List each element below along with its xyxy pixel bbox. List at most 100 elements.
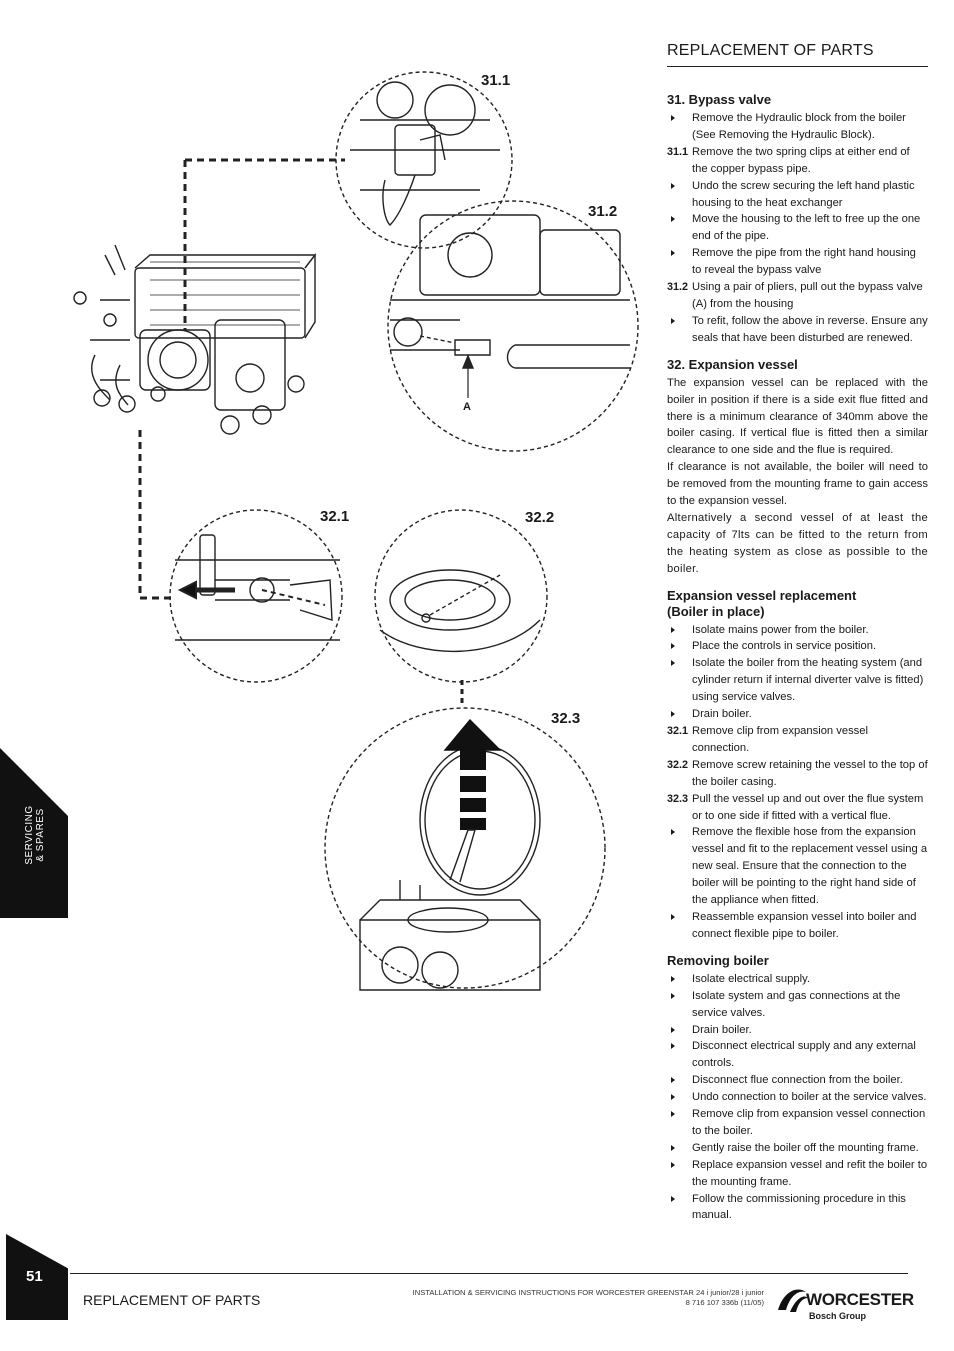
footer-document-info: INSTALLATION & SERVICING INSTRUCTIONS FO… bbox=[413, 1288, 764, 1308]
step-text: Remove the pipe from the right hand hous… bbox=[692, 247, 916, 277]
heading-line: Expansion vessel replacement bbox=[667, 587, 857, 603]
instructions-column: 31. Bypass valve Remove the Hydraulic bl… bbox=[667, 92, 928, 1234]
bullet-triangle-icon bbox=[667, 313, 691, 330]
step-text: Remove clip from expansion vessel connec… bbox=[692, 1108, 926, 1137]
step-text: Follow the commissioning procedure in th… bbox=[692, 1192, 906, 1222]
step-figure-ref: 32.3 bbox=[667, 792, 689, 805]
bullet-triangle-icon bbox=[667, 211, 691, 228]
hydraulic-block-drawing bbox=[73, 244, 317, 435]
step-item: Gently raise the boiler off the mounting… bbox=[667, 1140, 928, 1157]
step-item: Remove the Hydraulic block from the boil… bbox=[667, 110, 928, 144]
bullet-triangle-icon bbox=[667, 1022, 691, 1039]
figure-label-31-2: 31.2 bbox=[588, 203, 618, 220]
expansion-vessel-section: 32. Expansion vessel The expansion vesse… bbox=[667, 357, 928, 578]
step-item: Isolate the boiler from the heating syst… bbox=[667, 655, 928, 706]
bypass-valve-heading: 31. Bypass valve bbox=[667, 92, 772, 107]
step-item: Follow the commissioning procedure in th… bbox=[667, 1191, 928, 1225]
bullet-triangle-icon bbox=[667, 1089, 691, 1106]
figure-label-32-1: 32.1 bbox=[320, 508, 350, 525]
step-text: Isolate mains power from the boiler. bbox=[692, 623, 869, 636]
detail-32-3-drawing bbox=[324, 707, 606, 991]
bypass-valve-section: 31. Bypass valve Remove the Hydraulic bl… bbox=[667, 92, 928, 347]
step-figure-ref: 32.2 bbox=[667, 758, 689, 771]
bullet-triangle-icon bbox=[667, 1072, 691, 1089]
step-text: Drain boiler. bbox=[692, 1023, 752, 1036]
bullet-triangle-icon bbox=[667, 824, 691, 841]
step-text: Remove the Hydraulic block from the boil… bbox=[692, 112, 906, 141]
expansion-paragraph: Alternatively a second vessel of at leas… bbox=[667, 511, 928, 575]
step-item: Remove clip from expansion vessel connec… bbox=[667, 1106, 928, 1140]
step-item: Isolate system and gas connections at th… bbox=[667, 988, 928, 1022]
bullet-triangle-icon bbox=[667, 1191, 691, 1208]
step-text: Replace expansion vessel and refit the b… bbox=[692, 1158, 928, 1188]
bullet-triangle-icon bbox=[667, 655, 691, 672]
figure-label-31-1: 31.1 bbox=[481, 72, 511, 89]
bullet-triangle-icon bbox=[667, 245, 691, 262]
step-item: Isolate electrical supply. bbox=[667, 971, 928, 988]
detail-32-1-drawing bbox=[169, 509, 343, 683]
expansion-paragraph: If clearance is not available, the boile… bbox=[667, 461, 928, 508]
brand-subtitle: Bosch Group bbox=[809, 1311, 867, 1321]
vessel-replacement-heading: Expansion vessel replacement(Boiler in p… bbox=[667, 588, 928, 620]
step-figure-ref: 31.1 bbox=[667, 145, 689, 158]
brand-name: WORCESTER bbox=[806, 1290, 914, 1309]
expansion-vessel-heading: 32. Expansion vessel bbox=[667, 356, 798, 372]
bullet-triangle-icon bbox=[667, 1038, 691, 1055]
bullet-triangle-icon bbox=[667, 988, 691, 1005]
step-item: Undo connection to boiler at the service… bbox=[667, 1089, 928, 1106]
step-text: Undo the screw securing the left hand pl… bbox=[692, 179, 915, 209]
step-item: Disconnect electrical supply and any ext… bbox=[667, 1038, 928, 1072]
step-text: Pull the vessel up and out over the flue… bbox=[692, 792, 924, 822]
step-text: Undo connection to boiler at the service… bbox=[692, 1091, 927, 1104]
step-figure-ref: 32.1 bbox=[667, 725, 689, 737]
bullet-triangle-icon bbox=[667, 971, 691, 988]
removing-boiler-section: Removing boiler Isolate electrical suppl… bbox=[667, 953, 928, 1225]
detail-32-2-drawing bbox=[374, 509, 548, 683]
step-item: Remove the flexible hose from the expans… bbox=[667, 824, 928, 909]
vessel-replacement-section: Expansion vessel replacement(Boiler in p… bbox=[667, 588, 928, 943]
step-text: Remove screw retaining the vessel to the… bbox=[692, 758, 928, 788]
doc-title: INSTALLATION & SERVICING INSTRUCTIONS FO… bbox=[412, 1288, 764, 1297]
step-text: Remove the two spring clips at either en… bbox=[692, 145, 910, 175]
step-text: Remove the flexible hose from the expans… bbox=[692, 826, 928, 907]
bullet-triangle-icon bbox=[667, 909, 691, 926]
technical-illustration bbox=[73, 71, 639, 991]
bullet-triangle-icon bbox=[667, 638, 691, 655]
step-text: Move the housing to the left to free up … bbox=[692, 213, 921, 243]
step-item: Remove the pipe from the right hand hous… bbox=[667, 245, 928, 279]
page-title: REPLACEMENT OF PARTS bbox=[667, 42, 928, 67]
doc-code: 8 716 107 336b (11/05) bbox=[685, 1298, 764, 1307]
step-item: To refit, follow the above in reverse. E… bbox=[667, 313, 928, 347]
step-text: Remove clip from expansion vessel connec… bbox=[692, 725, 868, 754]
step-text: To refit, follow the above in reverse. E… bbox=[692, 314, 928, 344]
worcester-logo-icon bbox=[778, 1289, 808, 1312]
detail-31-1-drawing bbox=[335, 71, 513, 249]
footer-divider bbox=[70, 1273, 908, 1274]
step-text: Using a pair of pliers, pull out the byp… bbox=[692, 281, 923, 310]
step-text: Isolate system and gas connections at th… bbox=[692, 989, 901, 1019]
step-text: Isolate electrical supply. bbox=[692, 972, 810, 985]
vessel-replacement-steps: Isolate mains power from the boiler. Plac… bbox=[667, 622, 928, 943]
side-tab-line: SERVICING bbox=[24, 805, 35, 865]
step-item: Undo the screw securing the left hand pl… bbox=[667, 178, 928, 212]
step-text: Drain boiler. bbox=[692, 708, 752, 721]
heading-line: (Boiler in place) bbox=[667, 603, 765, 619]
step-text: Place the controls in service position. bbox=[692, 640, 877, 653]
bullet-triangle-icon bbox=[667, 110, 691, 127]
bullet-triangle-icon bbox=[667, 1157, 691, 1174]
side-tab-label: SERVICING & SPARES bbox=[24, 800, 46, 870]
side-tab-line: & SPARES bbox=[35, 808, 46, 862]
step-text: Disconnect electrical supply and any ext… bbox=[692, 1040, 916, 1070]
step-item: Drain boiler. bbox=[667, 1022, 928, 1039]
bypass-valve-steps: Remove the Hydraulic block from the boil… bbox=[667, 110, 928, 347]
bullet-triangle-icon bbox=[667, 1140, 691, 1157]
step-figure-ref: 31.2 bbox=[667, 281, 689, 294]
bullet-triangle-icon bbox=[667, 706, 691, 723]
step-text: Disconnect flue connection from the boil… bbox=[692, 1074, 903, 1087]
page-number: 51 bbox=[26, 1268, 43, 1285]
